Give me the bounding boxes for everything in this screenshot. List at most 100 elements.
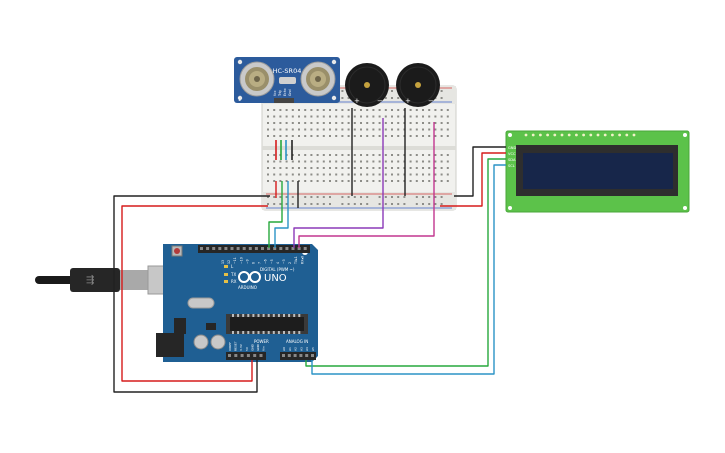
wire-buzzer1-purple[interactable] [293, 118, 384, 248]
wires [113, 108, 506, 393]
breadboard-hole [298, 154, 300, 156]
digital-pin-label: 8 [252, 262, 256, 264]
wire-echo-blue[interactable] [274, 181, 289, 248]
breadboard-hole [285, 203, 288, 205]
breadboard-hole [378, 135, 381, 137]
lcd-screen [523, 153, 673, 189]
breadboard-hole [267, 160, 269, 163]
wire-trig-green[interactable] [268, 181, 283, 248]
wire-lcd-gnd-black[interactable] [454, 146, 506, 197]
breadboard-hole [446, 122, 449, 124]
breadboard-hole [422, 160, 424, 163]
digital-pin-hole [285, 247, 289, 250]
breadboard-hole [391, 196, 393, 198]
breadboard-hole [446, 109, 449, 111]
wire-gnd-black[interactable] [113, 195, 270, 393]
breadboard-hole [291, 173, 294, 176]
breadboard-hole [372, 173, 375, 176]
digital-pin-label: TX▸1 [294, 256, 298, 265]
chip-pin [262, 314, 265, 317]
lcd-header-pin [560, 133, 564, 137]
breadboard-hole [310, 128, 313, 131]
breadboard-hole [440, 115, 443, 118]
buzzer[interactable]: + − [345, 63, 389, 107]
breadboard-hole [316, 203, 319, 205]
power-pin-label: Vin [262, 346, 266, 351]
breadboard-hole [415, 128, 418, 131]
breadboard-hole [366, 122, 369, 124]
ultrasonic-sensor[interactable]: HC-SR04 1 Vcc Trig Echo Gnd [234, 57, 340, 103]
chip-pin [298, 314, 301, 317]
usb-cable[interactable]: ⇶ [35, 265, 179, 295]
digital-pin-label: 7 [258, 262, 262, 264]
digital-pin-hole [254, 247, 258, 250]
breadboard-hole [384, 167, 387, 169]
digital-pin-label: ~5 [270, 259, 274, 264]
usb-cable-wire [35, 276, 75, 284]
breadboard-hole [378, 173, 381, 176]
lcd-pin-label: GND [508, 146, 516, 150]
breadboard-hole [298, 180, 300, 182]
breadboard-hole [310, 135, 313, 137]
breadboard-hole [341, 180, 344, 182]
power-pin-hole [228, 354, 231, 357]
lcd-pin-label: SDA [508, 158, 516, 162]
breadboard-hole [384, 180, 387, 182]
breadboard-hole [446, 128, 449, 131]
breadboard-hole [267, 196, 269, 198]
lcd-header-pin [575, 133, 578, 137]
breadboard-hole [378, 196, 381, 198]
wire-lcd-vcc-red[interactable] [440, 152, 506, 207]
breadboard-hole [446, 180, 449, 182]
breadboard-hole [446, 173, 449, 176]
wire-lcd-sda-green[interactable] [305, 158, 506, 367]
digital-pin-hole [267, 247, 271, 250]
chip-pin [257, 314, 260, 317]
sensor-crystal [279, 77, 296, 84]
analog-pin-label: A3 [299, 347, 303, 351]
breadboard-hole [397, 115, 400, 118]
breadboard-hole [415, 180, 418, 182]
wire-5v-red[interactable] [121, 205, 268, 382]
breadboard-hole [391, 160, 393, 163]
sensor-transducer-right [300, 61, 336, 97]
breadboard-hole [329, 128, 331, 131]
digital-header [198, 245, 310, 253]
power-jack[interactable] [156, 333, 184, 357]
breadboard-hole [360, 167, 362, 169]
breadboard-hole [428, 128, 431, 131]
breadboard-hole [353, 203, 356, 205]
breadboard-hole [384, 173, 387, 176]
breadboard-hole [285, 115, 288, 118]
breadboard-hole [304, 115, 307, 118]
wire-lcd-scl-blue[interactable] [311, 164, 506, 375]
breadboard-hole [329, 203, 331, 205]
breadboard-hole [279, 109, 282, 111]
lcd-header-pin [582, 133, 585, 137]
breadboard-hole [267, 128, 269, 131]
breadboard-hole [372, 109, 375, 111]
lcd-display[interactable]: GND VCC SDA SCL [505, 130, 690, 213]
breadboard-hole [279, 128, 282, 131]
breadboard-hole [316, 160, 319, 163]
breadboard-hole [440, 203, 443, 205]
wire-buzzer2-magenta[interactable] [298, 122, 435, 248]
breadboard-hole [322, 203, 325, 205]
bottom-pin-holes [228, 354, 314, 357]
buzzer[interactable]: + − [396, 63, 440, 107]
sensor-badge: 1 [238, 97, 241, 103]
breadboard-hole [341, 90, 344, 92]
breadboard-hole [341, 196, 344, 198]
digital-pin-hole [261, 247, 264, 250]
breadboard-hole [409, 109, 412, 111]
power-header-label: POWER [254, 339, 269, 344]
breadboard-hole [285, 109, 288, 111]
breadboard-hole [391, 122, 393, 124]
digital-pin-hole [200, 247, 203, 250]
breadboard-hole [366, 154, 369, 156]
breadboard-hole [397, 109, 400, 111]
breadboard-hole [285, 167, 288, 169]
digital-pin-label: ~3 [282, 259, 286, 264]
breadboard-hole [378, 160, 381, 163]
